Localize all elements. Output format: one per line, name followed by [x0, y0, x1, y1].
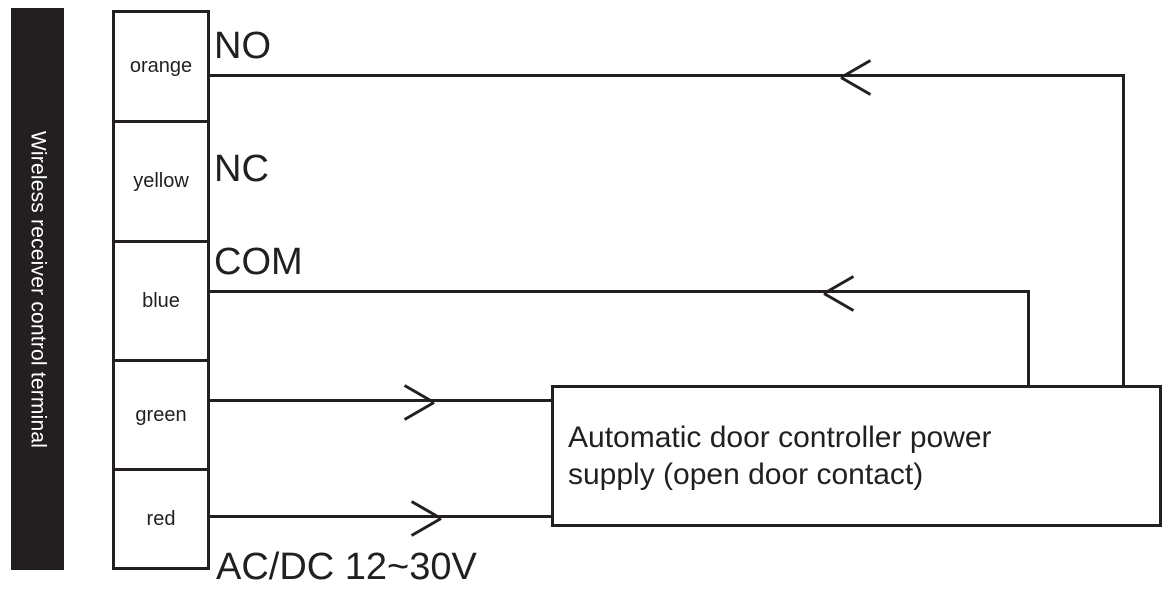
- controller-power-supply-box: Automatic door controller power supply (…: [551, 385, 1162, 527]
- terminal-cell-orange: orange: [115, 13, 207, 123]
- red-wire-horizontal: [207, 515, 554, 518]
- terminal-cell-blue: blue: [115, 243, 207, 362]
- com-wire-horizontal: [207, 290, 1030, 293]
- nc-label: NC: [214, 148, 269, 190]
- no-label: NO: [214, 25, 271, 67]
- supply-voltage-label: AC/DC 12~30V: [216, 546, 477, 588]
- controller-box-line-2: supply (open door contact): [568, 458, 924, 491]
- no-wire-vertical: [1122, 74, 1125, 387]
- terminal-label-orange: orange: [129, 55, 193, 77]
- terminal-cell-yellow: yellow: [115, 123, 207, 243]
- terminal-cell-green: green: [115, 362, 207, 471]
- terminal-cell-red: red: [115, 471, 207, 567]
- terminal-label-blue: blue: [142, 289, 180, 312]
- no-wire-horizontal: [207, 74, 1125, 77]
- terminal-label-red: red: [146, 507, 176, 530]
- com-label: COM: [214, 241, 303, 283]
- com-wire-vertical: [1027, 290, 1030, 387]
- controller-box-text: Automatic door controller power supply (…: [568, 419, 992, 494]
- terminal-block: orange yellow blue green red: [112, 10, 210, 570]
- green-wire-horizontal: [207, 399, 554, 402]
- terminal-label-green: green: [135, 403, 187, 426]
- side-bar-label: Wireless receiver control terminal: [26, 130, 49, 448]
- terminal-label-yellow: yellow: [133, 170, 189, 192]
- controller-box-line-1: Automatic door controller power: [568, 420, 992, 454]
- wireless-receiver-side-bar: Wireless receiver control terminal: [11, 8, 64, 570]
